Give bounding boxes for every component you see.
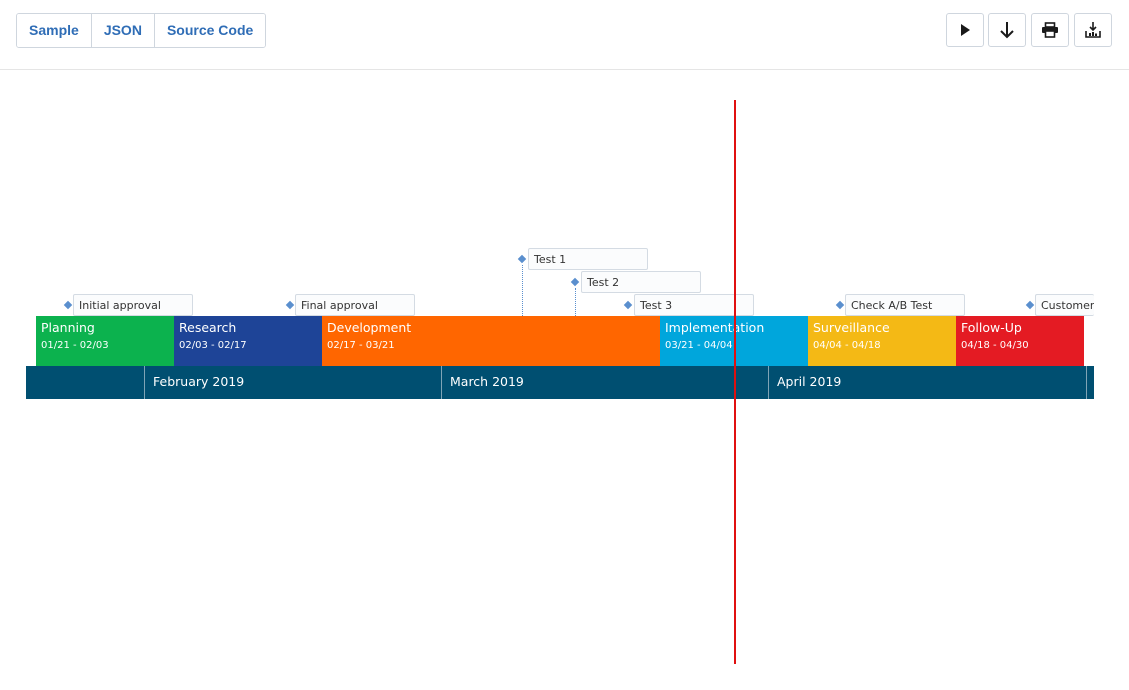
- milestone-label: Test 2: [581, 271, 701, 293]
- phase-name: Implementation: [665, 320, 765, 335]
- milestone-test-1[interactable]: Test 1: [517, 248, 649, 316]
- download-button[interactable]: [988, 13, 1026, 47]
- month-axis: February 2019 March 2019 April 2019: [26, 366, 1094, 399]
- milestone-stem: [522, 265, 523, 316]
- phase-name: Research: [179, 320, 237, 335]
- phase-name: Surveillance: [813, 320, 890, 335]
- phase-follow-up[interactable]: Follow-Up 04/18 - 04/30: [956, 316, 1084, 366]
- print-button[interactable]: [1031, 13, 1069, 47]
- month-march: March 2019: [441, 366, 768, 399]
- view-tabs: Sample JSON Source Code: [16, 13, 267, 48]
- milestone-diamond-icon: [517, 254, 527, 264]
- milestone-label: Check A/B Test: [845, 294, 965, 316]
- phase-dates: 02/03 - 02/17: [179, 340, 247, 351]
- milestone-test-3[interactable]: Test 3: [623, 294, 755, 316]
- milestone-label: Initial approval: [73, 294, 193, 316]
- print-icon: [1042, 22, 1058, 38]
- tab-sample[interactable]: Sample: [17, 14, 92, 47]
- milestone-final-approval[interactable]: Final approval: [285, 294, 415, 316]
- toolbar: Sample JSON Source Code: [0, 0, 1129, 70]
- current-date-line[interactable]: [734, 100, 736, 664]
- play-button[interactable]: [946, 13, 984, 47]
- phase-dates: 03/21 - 04/04: [665, 340, 733, 351]
- milestone-diamond-icon: [570, 277, 580, 287]
- milestone-label: Test 3: [634, 294, 754, 316]
- month-april: April 2019: [768, 366, 1086, 399]
- milestone-test-2[interactable]: Test 2: [570, 271, 702, 316]
- phase-development[interactable]: Development 02/17 - 03/21: [322, 316, 660, 366]
- download-arrow-icon: [1000, 22, 1014, 39]
- phase-name: Planning: [41, 320, 95, 335]
- milestone-stem: [575, 288, 576, 316]
- milestone-customer[interactable]: Customer: [1025, 294, 1094, 316]
- phase-dates: 04/18 - 04/30: [961, 340, 1029, 351]
- phase-dates: 02/17 - 03/21: [327, 340, 395, 351]
- tab-source-code[interactable]: Source Code: [154, 14, 266, 47]
- milestone-label: Final approval: [295, 294, 415, 316]
- phase-surveillance[interactable]: Surveillance 04/04 - 04/18: [808, 316, 956, 366]
- tab-json[interactable]: JSON: [91, 14, 155, 47]
- milestone-check-ab-test[interactable]: Check A/B Test: [835, 294, 965, 316]
- play-icon: [961, 24, 970, 36]
- milestone-diamond-icon: [623, 300, 633, 310]
- milestone-initial-approval[interactable]: Initial approval: [63, 294, 193, 316]
- phase-dates: 04/04 - 04/18: [813, 340, 881, 351]
- phase-name: Development: [327, 320, 412, 335]
- milestone-diamond-icon: [63, 300, 73, 310]
- milestone-diamond-icon: [1025, 300, 1035, 310]
- phase-planning[interactable]: Planning 01/21 - 02/03: [36, 316, 174, 366]
- phase-dates: 01/21 - 02/03: [41, 340, 109, 351]
- export-icon: [1085, 22, 1101, 38]
- month-february: February 2019: [144, 366, 441, 399]
- milestone-label: Test 1: [528, 248, 648, 270]
- export-button[interactable]: [1074, 13, 1112, 47]
- phase-research[interactable]: Research 02/03 - 02/17: [174, 316, 322, 366]
- phase-name: Follow-Up: [961, 320, 1022, 335]
- milestone-label: Customer: [1035, 294, 1094, 316]
- milestone-diamond-icon: [285, 300, 295, 310]
- milestone-diamond-icon: [835, 300, 845, 310]
- month-may-edge: [1086, 366, 1094, 399]
